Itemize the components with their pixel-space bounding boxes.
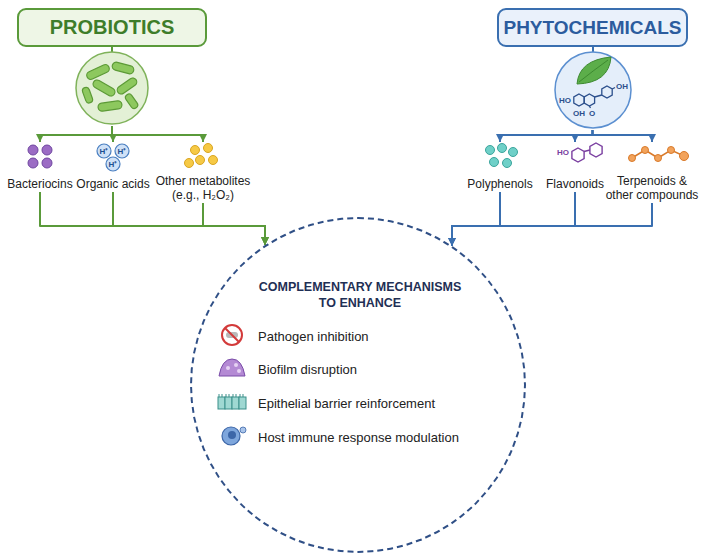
mechanism-circle: COMPLEMENTARY MECHANISMS TO ENHANCE Patho… [190, 217, 526, 553]
flow-arrow [203, 203, 265, 245]
component-item: Polyphenols [465, 142, 534, 192]
component-item: Flavonoids [544, 142, 606, 192]
bacteria-icon [76, 52, 148, 124]
flavonoid-icon [572, 143, 602, 162]
component-item: Bacteriocins [5, 142, 74, 192]
item-label: Polyphenols [467, 177, 532, 191]
component-item: Other metabolites (e.g., H₂O₂) [149, 142, 257, 203]
flow-arrow [112, 126, 203, 142]
terpenoid-icon [629, 147, 689, 162]
mechanism-label: Biofilm disruption [258, 362, 357, 378]
category-group: PROBIOTICS [17, 8, 207, 126]
item-label: Terpenoids & other compounds [602, 174, 702, 202]
category-header: PHYTOCHEMICALS [497, 8, 688, 47]
mechanism-label: Host immune response modulation [258, 430, 459, 446]
flow-arrow [40, 126, 112, 142]
bacteriocin-icon [28, 145, 52, 168]
flow-arrow [500, 130, 593, 142]
chem-label: H⁺ [109, 160, 118, 169]
chem-label: OH [616, 82, 628, 91]
component-item: Terpenoids & other compounds [600, 142, 704, 203]
chem-label: H⁺ [118, 147, 127, 156]
chem-label: HO [559, 96, 571, 105]
category-header: PROBIOTICS [17, 8, 207, 47]
chem-label: OH [573, 109, 585, 118]
leaf-molecule-icon [555, 52, 631, 128]
metabolite-icon [185, 144, 218, 168]
immune-cell-icon [222, 427, 246, 445]
flow-arrow [575, 130, 593, 142]
mechanism-label: Epithelial barrier reinforcement [258, 396, 435, 412]
acid-icon [97, 144, 129, 171]
flow-arrow [452, 203, 652, 246]
circle-title: COMPLEMENTARY MECHANISMS TO ENHANCE [250, 279, 470, 311]
item-label: Bacteriocins [7, 177, 72, 191]
chem-label: H⁺ [100, 147, 109, 156]
mechanism-label: Pathogen inhibition [258, 329, 369, 345]
no-pathogen-icon [222, 325, 242, 345]
flow-arrow [452, 192, 500, 246]
polyphenol-icon [486, 144, 518, 168]
flow-arrow [452, 192, 575, 246]
chem-label: O [589, 109, 595, 118]
biofilm-icon [219, 359, 245, 376]
epithelium-icon [218, 394, 246, 409]
chem-label: HO [557, 148, 569, 157]
flow-arrow [593, 130, 653, 142]
item-label: Organic acids [76, 177, 149, 191]
item-label: Other metabolites (e.g., H₂O₂) [151, 174, 255, 202]
item-label: Flavonoids [546, 177, 604, 191]
